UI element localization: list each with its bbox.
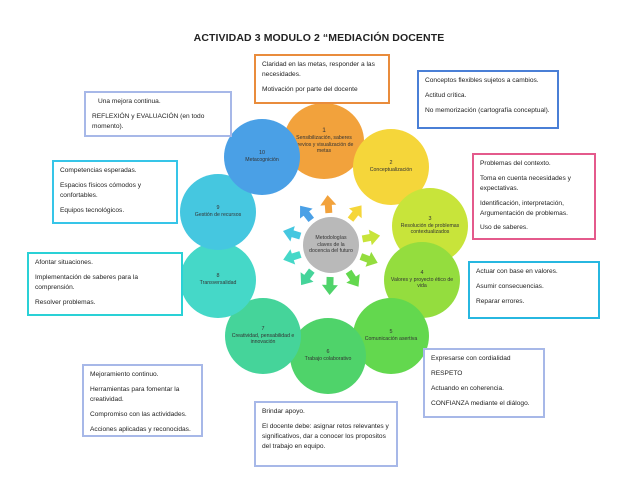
box-bottom-left: Mejoramiento continuo. Herramientas para… <box>82 364 203 437</box>
node-2-number: 2 <box>389 160 393 167</box>
node-5: 5 Comunicación asertiva <box>353 298 429 374</box>
node-2-label: Conceptualización <box>369 167 413 174</box>
box-mid-right-line-3: Identificación, interpretación, Argument… <box>480 199 568 217</box>
box-right-line-2: Asumir consecuencias. <box>476 282 544 290</box>
node-9-label: Gestión de recursos <box>194 212 242 219</box>
box-left: Afontar situaciones. Implementación de s… <box>27 252 183 316</box>
node-5-label: Comunicación asertiva <box>364 336 418 343</box>
box-mid-right: Problemas del contexto. Toma en cuenta n… <box>472 153 596 240</box>
box-right: Actuar con base en valores. Asumir conse… <box>468 261 600 319</box>
box-right-line-3: Reparar errores. <box>476 297 525 305</box>
box-mid-left-line-2: Espacios físicos cómodos y confortables. <box>60 181 141 199</box>
arrow-2 <box>347 205 362 222</box>
box-mid-left: Competencias esperadas. Espacios físicos… <box>52 160 178 224</box>
node-6: 6 Trabajo colaborativo <box>290 318 366 394</box>
box-top-left-line-1: Una mejora continua. <box>98 98 161 105</box>
box-bottom-center-line-2: El docente debe: asignar retos relevante… <box>262 422 389 450</box>
node-10-number: 10 <box>259 150 265 157</box>
box-bottom-center: Brindar apoyo. El docente debe: asignar … <box>254 401 398 467</box>
node-6-number: 6 <box>326 349 330 356</box>
node-8: 8 Transversalidad <box>180 242 256 318</box>
center-circle: Metodologías claves de la docencia del f… <box>303 217 359 273</box>
box-right-line-1: Actuar con base en valores. <box>476 268 558 275</box>
node-6-label: Trabajo colaborativo <box>304 356 352 363</box>
node-1-label: Sensibilización, saberes previos y visua… <box>294 135 354 155</box>
box-mid-left-line-1: Competencias esperadas. <box>60 167 137 174</box>
box-left-line-1: Afontar situaciones. <box>35 259 93 266</box>
box-mid-right-line-1: Problemas del contexto. <box>480 160 551 167</box>
node-10-label: Metacognición <box>245 157 279 164</box>
node-8-number: 8 <box>216 273 220 280</box>
box-bottom-right-line-2: RESPETO <box>431 369 463 377</box>
box-top-center-line-2: Motivación por parte del docente <box>262 85 358 93</box>
node-3-number: 3 <box>428 216 432 223</box>
box-bottom-left-line-4: Acciones aplicadas y reconocidas. <box>90 425 191 433</box>
node-5-number: 5 <box>389 329 393 336</box>
box-bottom-left-line-1: Mejoramiento continuo. <box>90 371 159 378</box>
box-top-right-line-1: Conceptos flexibles sujetos a cambios. <box>425 77 539 84</box>
box-mid-right-line-2: Toma en cuenta necesidades y expectativa… <box>480 174 571 192</box>
arrow-9 <box>283 226 302 242</box>
box-bottom-right-line-4: CONFIANZA mediante el diálogo. <box>431 399 530 407</box>
box-bottom-center-line-1: Brindar apoyo. <box>262 408 305 415</box>
arrow-5 <box>345 269 360 287</box>
arrow-8 <box>283 249 302 265</box>
node-8-label: Transversalidad <box>199 280 237 287</box>
box-bottom-left-line-3: Compromiso con las actividades. <box>90 410 187 418</box>
arrow-10 <box>300 205 314 222</box>
box-mid-right-line-4: Uso de saberes. <box>480 224 529 232</box>
arrow-4 <box>359 251 378 267</box>
box-bottom-right: Expresarse con cordialidad RESPETO Actua… <box>423 348 545 418</box>
box-top-right: Conceptos flexibles sujetos a cambios. A… <box>417 70 559 129</box>
box-top-center-line-1: Claridad en las metas, responder a las n… <box>262 61 375 78</box>
box-bottom-right-line-1: Expresarse con cordialidad <box>431 355 511 362</box>
node-3-label: Resolución de problemas contextualizados <box>400 222 460 236</box>
box-mid-left-line-3: Equipos tecnológicos. <box>60 206 125 214</box>
box-bottom-left-line-2: Herramientas para fomentar la creativida… <box>90 385 180 403</box>
arrow-1 <box>320 195 337 214</box>
box-top-left-line-2: REFLEXIÓN y EVALUACIÓN (en todo momento)… <box>92 112 205 130</box>
node-1-number: 1 <box>322 127 326 135</box>
box-top-center: Claridad en las metas, responder a las n… <box>254 54 390 104</box>
node-10: 10 Metacognición <box>224 119 300 195</box>
box-top-left: Una mejora continua. REFLEXIÓN y EVALUAC… <box>84 91 232 137</box>
node-9-number: 9 <box>216 205 220 212</box>
box-top-right-line-3: No memorización (cartografía conceptual)… <box>425 106 550 114</box>
arrow-6 <box>321 276 338 295</box>
node-7-number: 7 <box>261 326 265 333</box>
box-bottom-right-line-3: Actuando en coherencia. <box>431 384 504 392</box>
center-label: Metodologías claves de la docencia del f… <box>309 235 353 255</box>
node-7-label: Creatividad, pensabilidad e innovación <box>231 332 295 346</box>
arrow-7 <box>300 268 315 286</box>
box-left-line-2: Implementación de saberes para la compre… <box>35 273 138 291</box>
box-top-right-line-2: Actitud crítica. <box>425 91 467 99</box>
box-left-line-3: Resolver problemas. <box>35 298 96 306</box>
page-title: ACTIVIDAD 3 MODULO 2 “MEDIACIÓN DOCENTE <box>193 32 445 44</box>
arrow-3 <box>361 229 381 246</box>
node-4-number: 4 <box>420 270 424 277</box>
node-4-label: Valores y proyecto ético de vida <box>390 276 454 290</box>
